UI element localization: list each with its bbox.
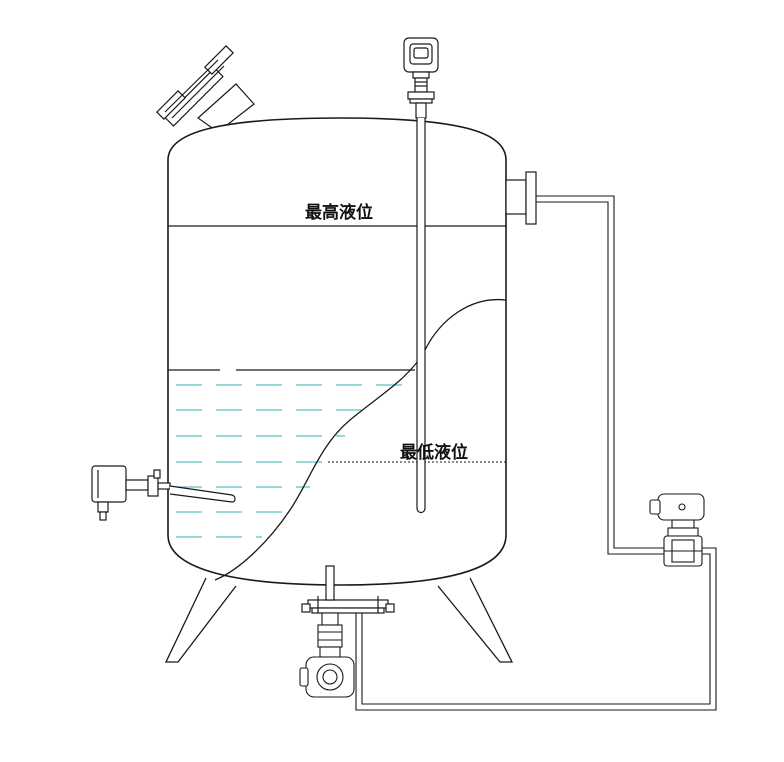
max-level-label: 最高液位 [305,203,373,223]
bottom-transmitter [299,612,355,698]
level-probe-rod [416,118,426,514]
dp-transmitter [649,493,705,567]
impulse-line-right [536,195,668,555]
bottom-flange [301,565,395,614]
liquid-region [176,384,415,538]
temperature-sensor [91,465,236,521]
right-leg [437,577,514,663]
sight-glass-nozzle [156,45,255,133]
tank-vessel [167,117,507,586]
min-level-label: 最低液位 [400,443,468,463]
cutaway-wave [214,298,507,581]
right-nozzle [505,171,537,225]
impulse-line-bottom [355,547,717,711]
top-level-gauge [403,37,439,119]
left-leg [164,577,237,663]
tank-legs [164,577,514,663]
